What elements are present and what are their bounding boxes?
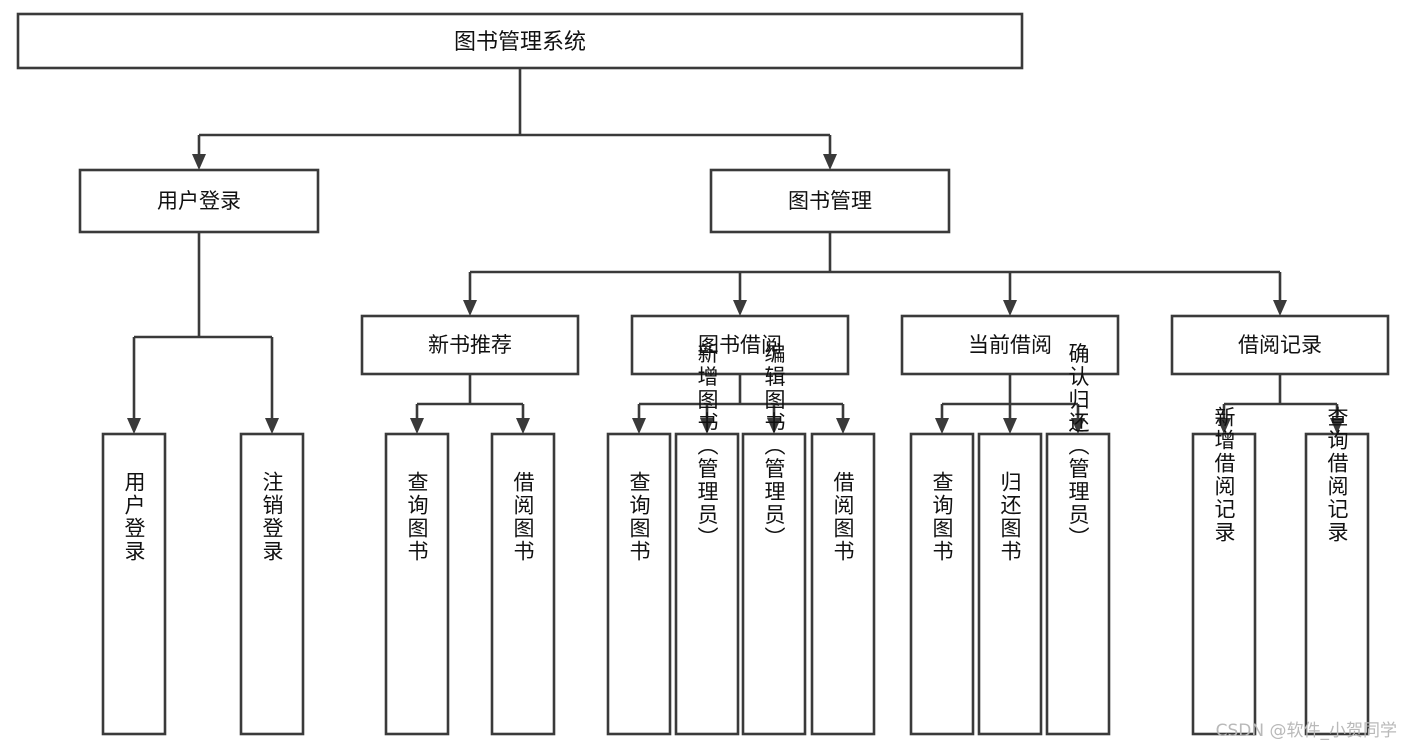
leaf-confirm-return-label: 确认归还（管理员）	[1066, 343, 1090, 550]
leaf-edit-book-label: 编辑图书（管理员）	[762, 343, 786, 550]
arrowhead-leaf-borrow-book-1	[516, 418, 530, 434]
leaf-query-book-2[interactable]: 查询图书	[606, 432, 672, 736]
node-borrow-record[interactable]: 借阅记录	[1170, 314, 1390, 376]
leaf-borrow-book-1-box[interactable]	[490, 432, 556, 736]
arrowhead-leaf-borrow-book-2	[836, 418, 850, 434]
node-borrow-record-label: 借阅记录	[1238, 333, 1322, 357]
leaf-user-login-label: 用户登录	[122, 471, 146, 563]
node-user-login-box[interactable]	[78, 168, 320, 234]
leaf-query-book-3-box[interactable]	[909, 432, 975, 736]
arrowhead-new-book-recommend	[463, 300, 477, 316]
leaf-query-book-1-label: 查询图书	[405, 471, 429, 563]
leaf-confirm-return[interactable]: 确认归还（管理员）	[1045, 343, 1111, 736]
leaf-query-book-1[interactable]: 查询图书	[384, 432, 450, 736]
leaf-user-logout-box[interactable]	[239, 432, 305, 736]
leaf-user-logout-label: 注销登录	[260, 471, 284, 563]
leaf-add-record-box[interactable]	[1191, 432, 1257, 736]
node-book-borrow[interactable]: 图书借阅	[630, 314, 850, 376]
node-borrow-record-box[interactable]	[1170, 314, 1390, 376]
leaf-user-login-box[interactable]	[101, 432, 167, 736]
arrowhead-leaf-add-record	[1217, 418, 1231, 434]
leaf-return-book[interactable]: 归还图书	[977, 432, 1043, 736]
arrowhead-user-login	[192, 154, 206, 170]
leaf-user-logout[interactable]: 注销登录	[239, 432, 305, 736]
leaf-borrow-book-1-label: 借阅图书	[511, 471, 535, 563]
leaf-query-book-2-label: 查询图书	[627, 471, 651, 563]
leaf-edit-book[interactable]: 编辑图书（管理员）	[741, 343, 807, 736]
node-book-borrow-box[interactable]	[630, 314, 850, 376]
arrowhead-leaf-confirm-return	[1071, 418, 1085, 434]
node-user-login[interactable]: 用户登录	[78, 168, 320, 234]
leaf-query-book-1-box[interactable]	[384, 432, 450, 736]
node-new-book-recommend-label: 新书推荐	[428, 333, 512, 357]
leaf-query-record-label: 查询借阅记录	[1325, 406, 1349, 544]
leaf-borrow-book-2-box[interactable]	[810, 432, 876, 736]
arrowhead-book-borrow	[733, 300, 747, 316]
node-current-borrow-box[interactable]	[900, 314, 1120, 376]
leaf-add-book[interactable]: 新增图书（管理员）	[674, 343, 740, 736]
node-book-borrow-label: 图书借阅	[698, 333, 782, 357]
leaf-return-book-box[interactable]	[977, 432, 1043, 736]
arrowhead-current-borrow	[1003, 300, 1017, 316]
node-current-borrow-label: 当前借阅	[968, 333, 1052, 357]
leaf-add-book-label: 新增图书（管理员）	[695, 343, 719, 550]
leaf-query-record[interactable]: 查询借阅记录	[1304, 406, 1370, 736]
leaf-borrow-book-2[interactable]: 借阅图书	[810, 432, 876, 736]
leaf-borrow-book-1[interactable]: 借阅图书	[490, 432, 556, 736]
leaf-return-book-label: 归还图书	[998, 471, 1022, 563]
node-root[interactable]: 图书管理系统	[16, 12, 1024, 70]
leaf-query-book-3-label: 查询图书	[930, 471, 954, 563]
leaf-borrow-book-2-label: 借阅图书	[831, 471, 855, 563]
node-user-login-label: 用户登录	[157, 189, 241, 213]
node-new-book-recommend-box[interactable]	[360, 314, 580, 376]
leaf-add-record-label: 新增借阅记录	[1212, 406, 1236, 544]
arrowhead-leaf-query-record	[1330, 418, 1344, 434]
leaf-edit-book-box[interactable]	[741, 432, 807, 736]
edge-layer	[127, 68, 1344, 434]
arrowhead-leaf-return-book	[1003, 418, 1017, 434]
leaf-query-record-box[interactable]	[1304, 432, 1370, 736]
arrowhead-leaf-query-book-3	[935, 418, 949, 434]
node-current-borrow[interactable]: 当前借阅	[900, 314, 1120, 376]
leaf-confirm-return-box[interactable]	[1045, 432, 1111, 736]
arrowhead-leaf-user-login	[127, 418, 141, 434]
leaf-user-login[interactable]: 用户登录	[101, 432, 167, 736]
leaf-add-record[interactable]: 新增借阅记录	[1191, 406, 1257, 736]
node-root-box[interactable]	[16, 12, 1024, 70]
arrowhead-leaf-query-book-1	[410, 418, 424, 434]
node-new-book-recommend[interactable]: 新书推荐	[360, 314, 580, 376]
node-book-management-box[interactable]	[709, 168, 951, 234]
node-root-label: 图书管理系统	[454, 30, 586, 55]
leaf-add-book-box[interactable]	[674, 432, 740, 736]
arrowhead-book-management	[823, 154, 837, 170]
arrowhead-leaf-edit-book	[767, 418, 781, 434]
arrowhead-leaf-user-logout	[265, 418, 279, 434]
node-book-management[interactable]: 图书管理	[709, 168, 951, 234]
leaf-query-book-3[interactable]: 查询图书	[909, 432, 975, 736]
arrowhead-borrow-record	[1273, 300, 1287, 316]
arrowhead-leaf-query-book-2	[632, 418, 646, 434]
node-book-management-label: 图书管理	[788, 189, 872, 213]
leaf-query-book-2-box[interactable]	[606, 432, 672, 736]
arrowhead-leaf-add-book	[700, 418, 714, 434]
